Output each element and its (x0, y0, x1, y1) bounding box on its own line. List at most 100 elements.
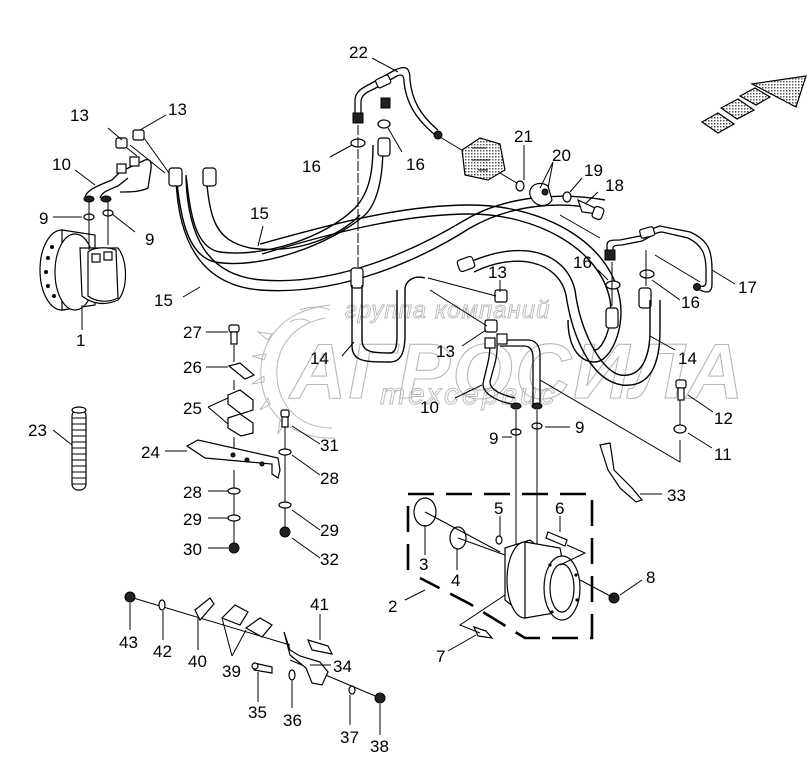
callout-9: 9 (145, 230, 154, 249)
protective-sleeve-23 (71, 406, 87, 491)
callout-9: 9 (489, 429, 498, 448)
callout-28: 28 (320, 469, 339, 488)
callout-22: 22 (349, 43, 368, 62)
callout-31: 31 (320, 436, 339, 455)
callout-6: 6 (555, 499, 564, 518)
washer-36 (288, 669, 296, 681)
bolt-6 (545, 531, 568, 547)
callout-9: 9 (39, 209, 48, 228)
bolt-31-stack (278, 409, 292, 538)
callout-7: 7 (436, 647, 445, 666)
callout-29: 29 (183, 510, 202, 529)
part-19-washer (562, 191, 572, 203)
nut-43 (124, 591, 136, 603)
bolt-27 (228, 324, 240, 362)
hose-14-right (456, 249, 661, 386)
callout-29: 29 (320, 521, 339, 540)
hose-14-left (351, 276, 426, 363)
callout-35: 35 (248, 703, 267, 722)
callout-19: 19 (584, 161, 603, 180)
watermark-line3: техсервис (380, 378, 558, 411)
watermark-line2: АГРОСИЛА (288, 327, 745, 415)
pipe-10-right (482, 333, 543, 410)
callout-4: 4 (451, 571, 460, 590)
callout-28: 28 (183, 483, 202, 502)
callout-43: 43 (119, 633, 138, 652)
callout-36: 36 (283, 711, 302, 730)
washer-nut-stack-left (227, 470, 241, 554)
part-21-oring (515, 180, 525, 192)
callout-8: 8 (646, 568, 655, 587)
callout-2: 2 (388, 597, 397, 616)
callout-10: 10 (52, 155, 71, 174)
callout-15: 15 (250, 204, 269, 223)
washer-9-left (83, 202, 114, 250)
travel-motor-left (39, 229, 127, 311)
bolt-41 (306, 639, 334, 655)
callout-15: 15 (154, 291, 173, 310)
watermark: группа компаний АГРОСИЛА техсервис (251, 297, 745, 439)
callout-1: 1 (76, 331, 85, 350)
fitting-13-right (427, 277, 508, 333)
plate-40 (194, 597, 215, 622)
callout-13: 13 (488, 263, 507, 282)
callout-33: 33 (667, 486, 686, 505)
callout-9: 9 (575, 418, 584, 437)
callout-14: 14 (310, 349, 329, 368)
callout-27: 27 (183, 323, 202, 342)
callout-11: 11 (714, 445, 732, 464)
pipe-17 (559, 214, 713, 293)
callout-18: 18 (605, 176, 624, 195)
callout-40: 40 (188, 652, 207, 671)
pipe-22 (352, 66, 521, 186)
callout-39: 39 (222, 662, 241, 681)
callout-41: 41 (310, 595, 329, 614)
callout-17: 17 (738, 278, 757, 297)
nut-38 (374, 692, 386, 704)
bolt-12 (675, 379, 687, 401)
callout-37: 37 (340, 728, 359, 747)
washer-37 (348, 685, 356, 695)
callout-labels: 1 2 3 4 5 6 7 8 9 9 9 9 10 10 11 12 13 1… (28, 43, 757, 756)
motor-assembly-box (406, 492, 594, 640)
bracket-34 (283, 631, 329, 686)
valve-block (461, 137, 506, 181)
oring-5 (495, 535, 503, 545)
washer-42 (158, 599, 166, 611)
pipe-10-left (83, 156, 152, 203)
callout-13: 13 (70, 106, 89, 125)
hose-15-upper (175, 144, 384, 265)
hose-fittings (168, 137, 652, 329)
callout-20: 20 (552, 146, 571, 165)
callout-38: 38 (370, 737, 389, 756)
clamp-plate-26 (227, 362, 256, 380)
fitting-13-left (115, 129, 170, 174)
callout-30: 30 (183, 540, 202, 559)
clamp-39 (220, 604, 273, 638)
callout-16: 16 (406, 155, 425, 174)
callout-14: 14 (678, 349, 697, 368)
callout-13: 13 (168, 100, 187, 119)
callout-16: 16 (302, 157, 321, 176)
callout-25: 25 (183, 399, 202, 418)
washer-11 (673, 424, 687, 434)
callout-13: 13 (436, 342, 455, 361)
callout-10: 10 (420, 398, 439, 417)
callout-5: 5 (494, 499, 503, 518)
bolt-35 (251, 662, 273, 674)
callout-42: 42 (153, 642, 172, 661)
callout-21: 21 (514, 127, 533, 146)
leader-lines (52, 57, 736, 735)
washer-9-right (510, 410, 543, 548)
bracket-24 (185, 439, 281, 479)
bracket-33 (599, 442, 644, 503)
callout-24: 24 (141, 443, 160, 462)
bolt-7 (472, 626, 494, 639)
callout-12: 12 (714, 409, 733, 428)
travel-motor-right (504, 539, 581, 621)
forward-direction-arrow-icon (700, 75, 807, 134)
callout-26: 26 (183, 358, 202, 377)
callout-3: 3 (419, 555, 428, 574)
clamp-halves-25 (227, 380, 254, 450)
